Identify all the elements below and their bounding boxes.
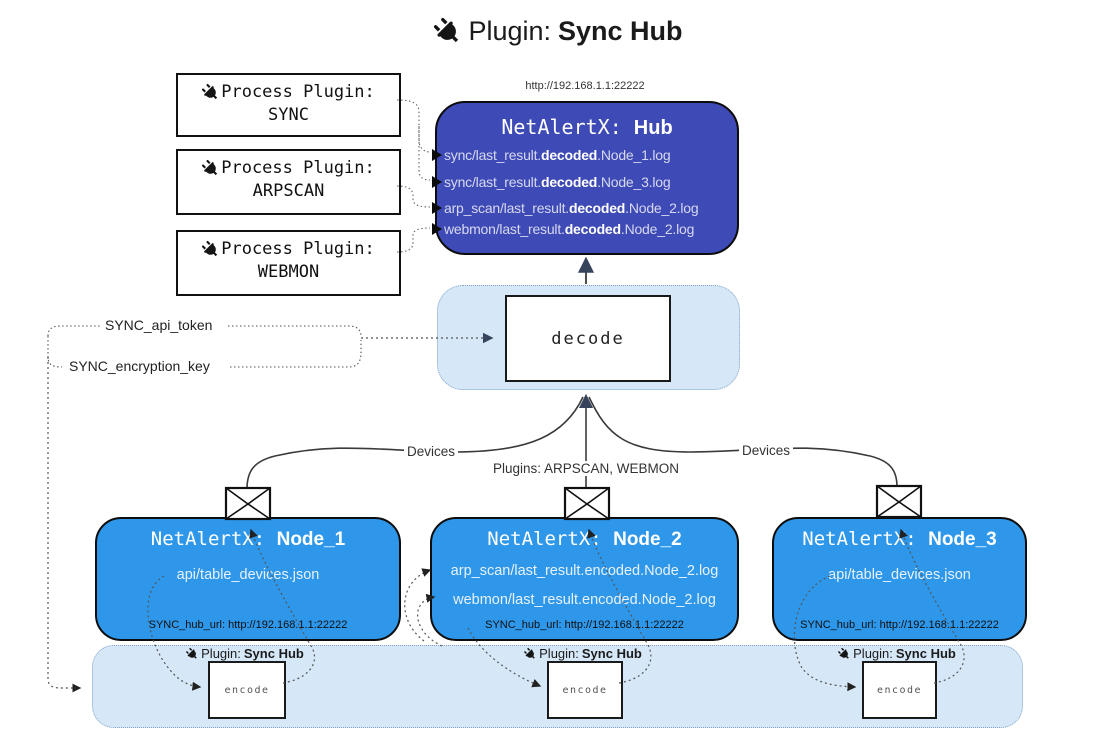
node-hub-url: SYNC_hub_url: http://192.168.1.1:22222	[485, 619, 684, 631]
arrow-right-icon	[432, 222, 442, 235]
sync-encryption-key-label: SYNC_encryption_key	[66, 358, 213, 374]
page-title-prefix: Plugin:	[468, 16, 552, 46]
sync-api-token-label: SYNC_api_token	[102, 317, 216, 333]
node-file: api/table_devices.json	[176, 567, 320, 583]
plug-icon	[184, 645, 201, 662]
envelope-icon	[875, 484, 923, 519]
process-plugin-label: Process Plugin:	[221, 82, 375, 102]
hub-file-row: webmon/last_result.decoded.Node_2.log	[432, 218, 694, 239]
process-plugin-box-sync: Process Plugin: SYNC	[176, 73, 401, 137]
hub-title: NetAlertX: Hub	[437, 115, 737, 140]
encoder-plugin-label: Plugin:Sync Hub	[524, 646, 642, 661]
envelope-icon	[224, 486, 272, 521]
decode-box: decode	[505, 295, 671, 382]
process-plugin-name: WEBMON	[257, 262, 320, 282]
decode-label: decode	[551, 328, 625, 349]
devices-left-label: Devices	[404, 444, 459, 459]
plug-icon	[199, 237, 223, 261]
envelope-icon	[563, 486, 611, 521]
process-plugin-label: Process Plugin:	[221, 158, 375, 178]
encoder-plugin-label: Plugin:Sync Hub	[838, 646, 956, 661]
plug-icon	[522, 645, 539, 662]
node-hub-url: SYNC_hub_url: http://192.168.1.1:22222	[800, 619, 999, 631]
encode-box: encode	[862, 661, 937, 719]
page-title: Plugin: Sync Hub	[0, 16, 1117, 50]
hub-title-name: Hub	[633, 117, 673, 139]
process-plugin-box-webmon: Process Plugin: WEBMON	[176, 230, 401, 296]
devices-right-label: Devices	[739, 443, 794, 458]
encode-label: encode	[876, 684, 923, 696]
arrow-right-icon	[432, 148, 442, 161]
node-file: webmon/last_result.encoded.Node_2.log	[453, 592, 716, 608]
node-file: api/table_devices.json	[828, 567, 971, 583]
node-box-node3: NetAlertX: Node_3 api/table_devices.json…	[772, 517, 1027, 641]
connector-process-to-hub	[396, 99, 431, 253]
plug-icon	[429, 12, 467, 50]
process-plugin-box-arpscan: Process Plugin: ARPSCAN	[176, 149, 401, 215]
hub-file-row: sync/last_result.decoded.Node_3.log	[432, 171, 671, 192]
page-title-name: Sync Hub	[558, 16, 683, 46]
encoder-plugin-label: Plugin:Sync Hub	[186, 646, 304, 661]
connector-secrets-to-band	[47, 357, 82, 693]
node-box-node2: NetAlertX: Node_2 arp_scan/last_result.e…	[430, 517, 739, 641]
node-title: NetAlertX: Node_3	[802, 528, 997, 550]
arrow-right-icon	[432, 201, 442, 214]
node-file: arp_scan/last_result.encoded.Node_2.log	[450, 563, 719, 579]
arrow-right-icon	[432, 175, 442, 188]
hub-file-row: arp_scan/last_result.decoded.Node_2.log	[432, 197, 699, 218]
process-plugin-name: ARPSCAN	[252, 181, 325, 201]
process-plugin-label: Process Plugin:	[221, 239, 375, 259]
node-title: NetAlertX: Node_2	[487, 528, 682, 550]
hub-url: http://192.168.1.1:22222	[525, 80, 645, 92]
hub-title-prefix: NetAlertX:	[501, 115, 634, 139]
encode-box: encode	[547, 661, 623, 719]
encode-label: encode	[224, 684, 270, 696]
plug-icon	[836, 645, 853, 662]
encode-label: encode	[562, 684, 608, 696]
hub-box: NetAlertX: Hub sync/last_result.decoded.…	[432, 101, 739, 255]
node-hub-url: SYNC_hub_url: http://192.168.1.1:22222	[148, 619, 348, 631]
plug-icon	[199, 156, 223, 180]
plug-icon	[199, 80, 223, 104]
encode-box: encode	[208, 661, 286, 719]
hub-file-row: sync/last_result.decoded.Node_1.log	[432, 144, 671, 165]
process-plugin-name: SYNC	[268, 105, 309, 125]
node-box-node1: NetAlertX: Node_1 api/table_devices.json…	[95, 517, 401, 641]
node-title: NetAlertX: Node_1	[150, 528, 346, 550]
plugins-edge-label: Plugins: ARPSCAN, WEBMON	[489, 461, 683, 476]
